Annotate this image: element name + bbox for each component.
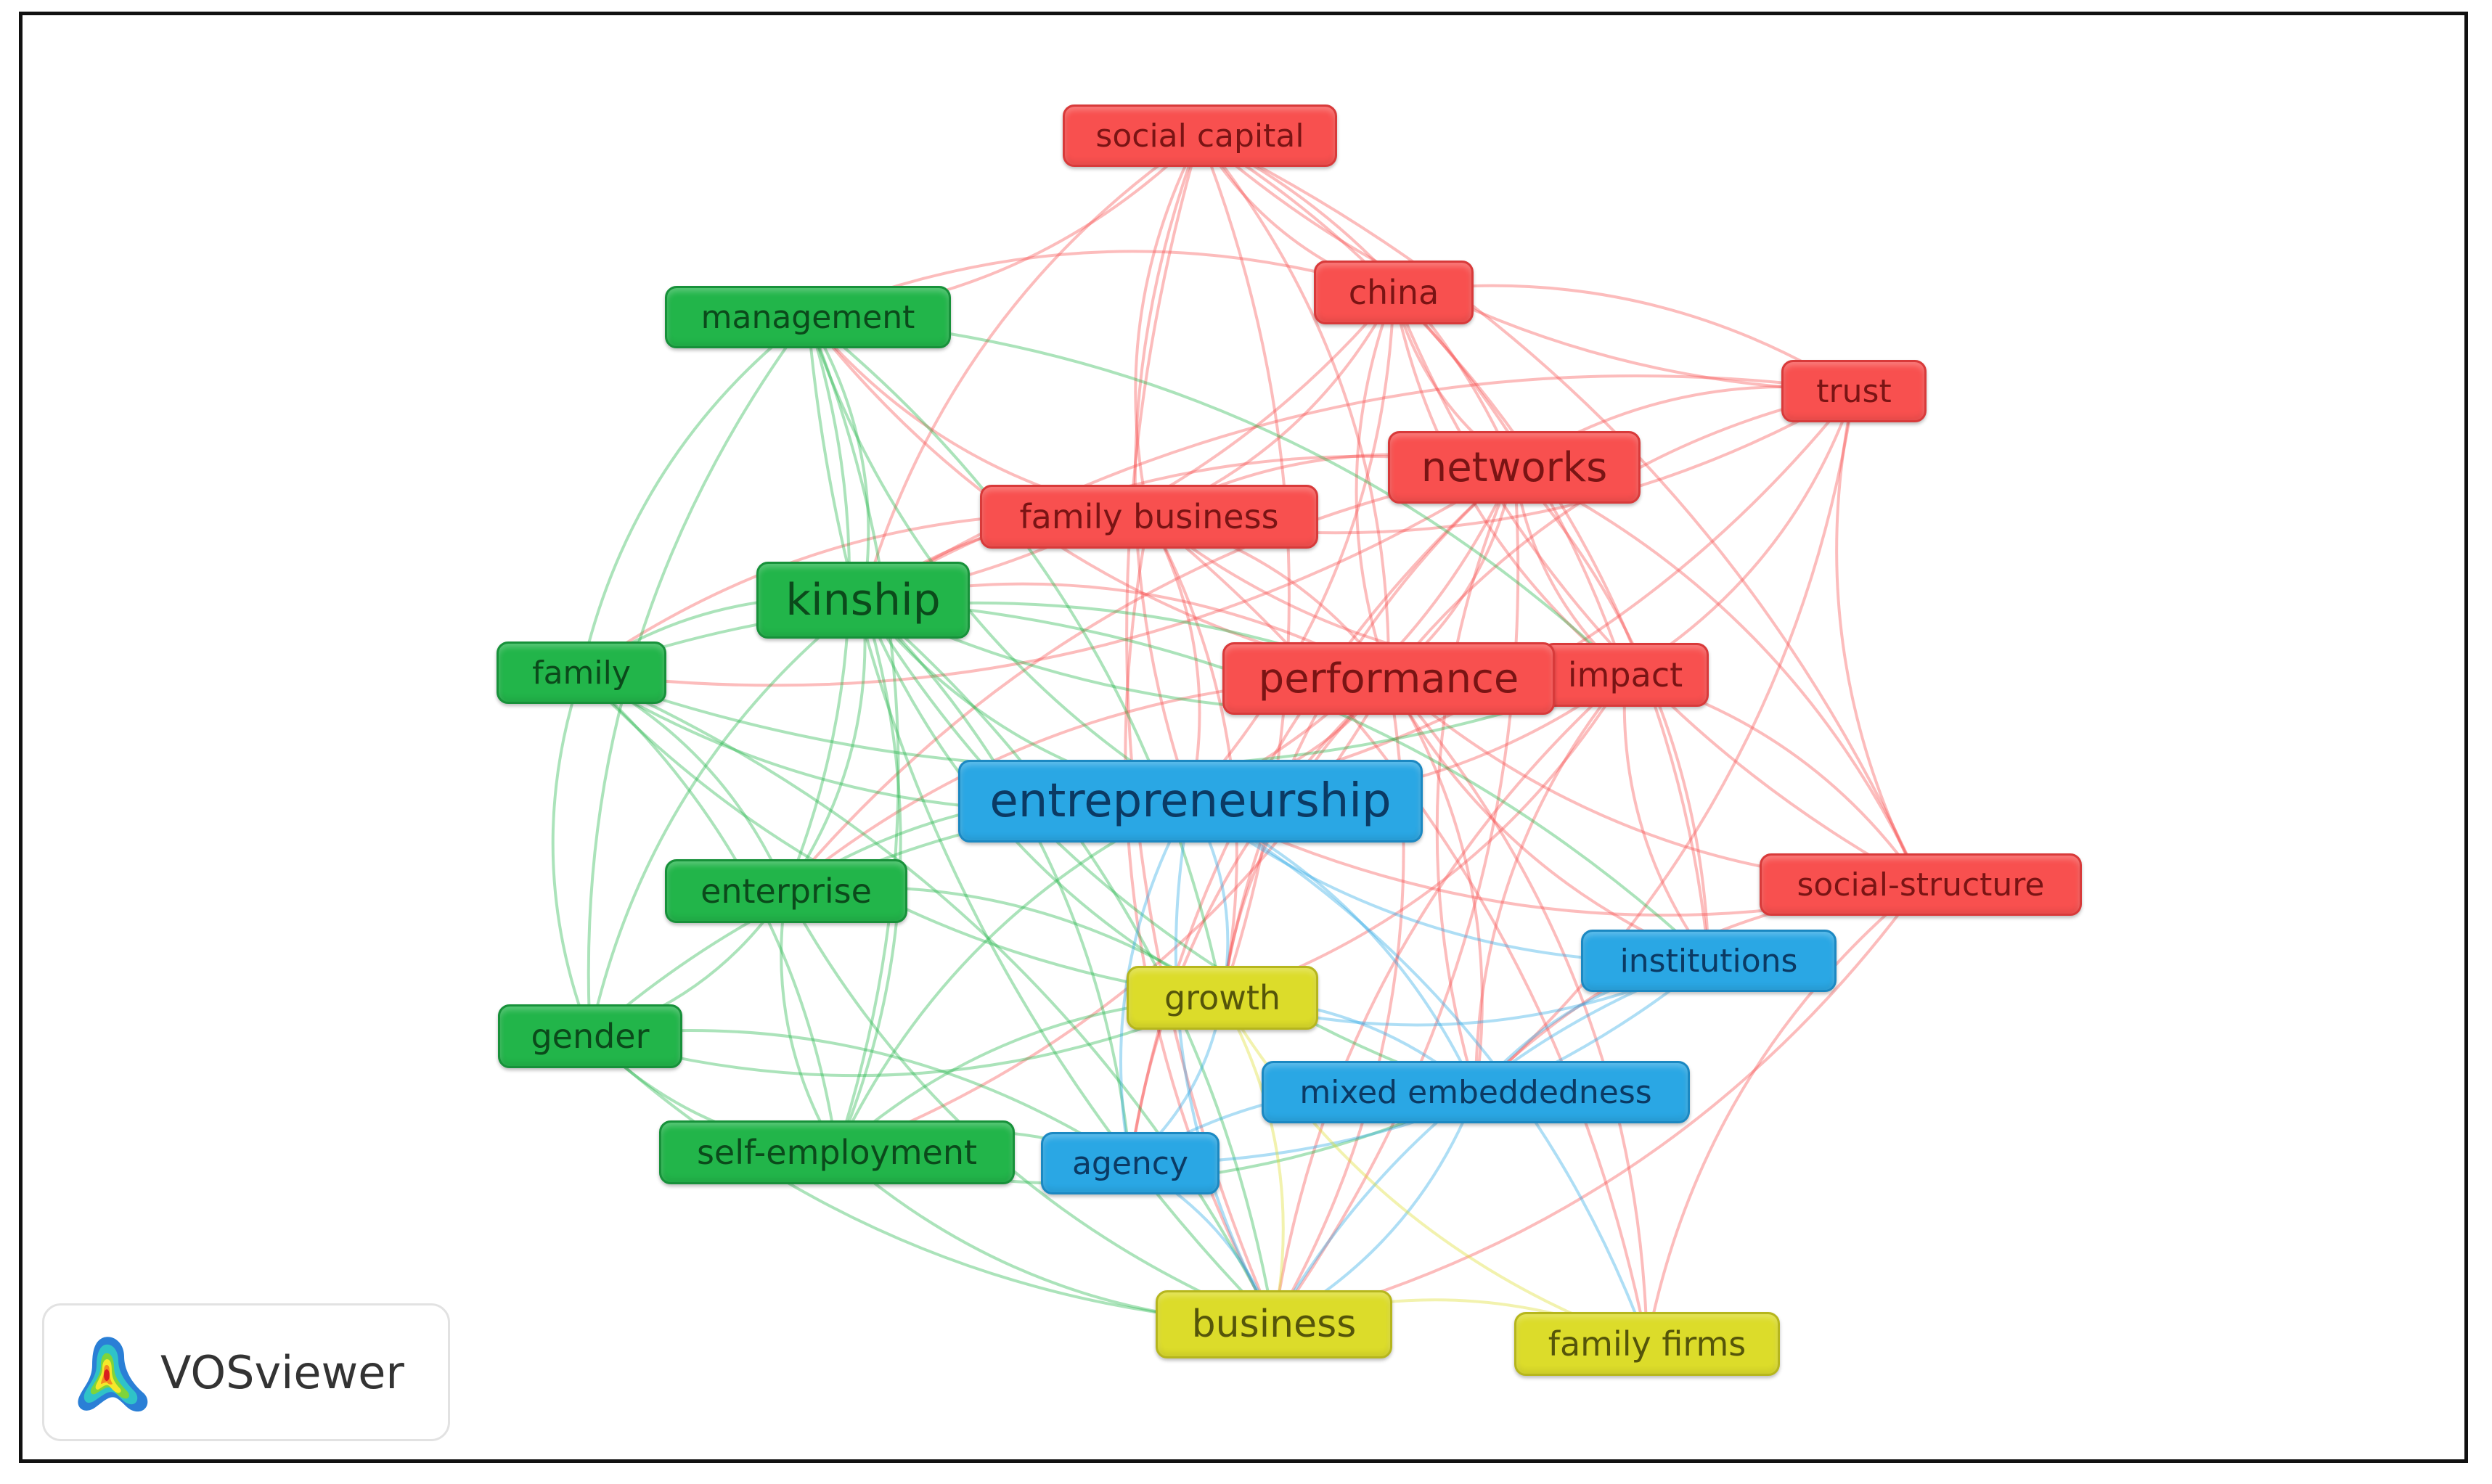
link-china-performance bbox=[1355, 291, 1395, 680]
node-kinship[interactable]: kinship bbox=[756, 562, 970, 639]
link-kinship-agency bbox=[862, 599, 1132, 1165]
vosviewer-logo: VOSviewer bbox=[42, 1303, 450, 1441]
node-family[interactable]: family bbox=[497, 641, 666, 704]
link-kinship-gender bbox=[589, 599, 865, 1038]
link-management-kinship bbox=[806, 316, 870, 602]
node-self-employment[interactable]: self-employment bbox=[659, 1120, 1015, 1184]
link-china-impact bbox=[1392, 291, 1627, 676]
link-family-business bbox=[580, 671, 1275, 1326]
link-social-capital-performance bbox=[1198, 134, 1391, 680]
link-growth-business bbox=[1221, 996, 1285, 1326]
node-label: entrepreneurship bbox=[989, 774, 1392, 828]
link-family-business-business bbox=[1124, 515, 1275, 1326]
link-kinship-enterprise bbox=[785, 599, 867, 893]
node-label: institutions bbox=[1619, 942, 1798, 980]
link-entrepreneurship-business bbox=[1174, 800, 1275, 1326]
node-family-firms[interactable]: family firms bbox=[1514, 1312, 1780, 1376]
node-label: agency bbox=[1071, 1144, 1189, 1182]
node-growth[interactable]: growth bbox=[1127, 966, 1318, 1030]
node-management[interactable]: management bbox=[665, 286, 951, 348]
node-label: self-employment bbox=[696, 1133, 978, 1172]
link-entrepreneurship-family-firms bbox=[1189, 800, 1649, 1345]
link-social-capital-growth bbox=[1198, 134, 1291, 999]
node-impact[interactable]: impact bbox=[1542, 643, 1709, 707]
link-networks-social-structure bbox=[1513, 466, 1922, 886]
link-family-performance bbox=[580, 601, 1390, 680]
node-label: enterprise bbox=[700, 872, 872, 911]
link-family-gender bbox=[551, 671, 592, 1038]
node-label: business bbox=[1191, 1303, 1357, 1346]
link-networks-mixed-embeddedness bbox=[1435, 466, 1516, 1094]
node-label: management bbox=[700, 298, 915, 336]
node-entrepreneurship[interactable]: entrepreneurship bbox=[958, 760, 1423, 843]
node-mixed-embeddedness[interactable]: mixed embeddedness bbox=[1262, 1061, 1690, 1123]
node-label: china bbox=[1348, 273, 1439, 312]
link-management-business bbox=[806, 316, 1275, 1326]
link-china-institutions bbox=[1392, 291, 1710, 962]
link-networks-enterprise bbox=[785, 466, 1516, 893]
link-trust-social-structure bbox=[1835, 390, 1922, 886]
link-management-growth bbox=[806, 316, 1224, 999]
map-frame bbox=[19, 12, 2468, 1463]
link-trust-mixed-embeddedness bbox=[1474, 390, 1855, 1094]
link-enterprise-self-employment bbox=[780, 890, 838, 1154]
link-family-business-family-firms bbox=[1148, 515, 1649, 1345]
link-performance-agency bbox=[1129, 677, 1390, 1165]
node-business[interactable]: business bbox=[1156, 1290, 1392, 1358]
link-social-capital-entrepreneurship bbox=[1133, 134, 1201, 803]
node-trust[interactable]: trust bbox=[1781, 360, 1927, 422]
node-label: networks bbox=[1421, 443, 1608, 491]
node-label: social-structure bbox=[1797, 866, 2045, 903]
link-performance-family-firms bbox=[1387, 677, 1649, 1345]
node-institutions[interactable]: institutions bbox=[1581, 930, 1837, 992]
node-social-structure[interactable]: social-structure bbox=[1760, 853, 2082, 916]
link-social-structure-family-firms bbox=[1646, 883, 1922, 1345]
node-label: kinship bbox=[785, 575, 941, 626]
link-social-capital-family-business bbox=[1134, 134, 1201, 518]
link-china-entrepreneurship bbox=[1189, 291, 1395, 803]
node-social-capital[interactable]: social capital bbox=[1063, 104, 1337, 167]
link-management-family bbox=[580, 316, 809, 674]
node-enterprise[interactable]: enterprise bbox=[665, 859, 907, 923]
link-social-structure-business bbox=[1272, 883, 1922, 1326]
link-gender-growth bbox=[589, 996, 1224, 1078]
link-networks-business bbox=[1272, 466, 1520, 1326]
node-label: mixed embeddedness bbox=[1299, 1073, 1652, 1111]
link-china-social-structure bbox=[1392, 291, 1922, 886]
node-agency[interactable]: agency bbox=[1041, 1132, 1220, 1194]
vosviewer-logo-text: VOSviewer bbox=[160, 1345, 404, 1399]
link-social-capital-trust bbox=[1198, 134, 1855, 393]
vosviewer-logo-icon bbox=[78, 1337, 148, 1412]
link-kinship-mixed-embeddedness bbox=[862, 599, 1477, 1094]
link-networks-family bbox=[580, 466, 1516, 687]
link-social-capital-kinship bbox=[862, 134, 1201, 602]
link-performance-mixed-embeddedness bbox=[1387, 677, 1484, 1094]
node-performance[interactable]: performance bbox=[1222, 642, 1555, 715]
link-family-business-growth bbox=[1148, 515, 1238, 999]
node-networks[interactable]: networks bbox=[1388, 431, 1641, 504]
node-label: trust bbox=[1816, 372, 1892, 410]
node-gender[interactable]: gender bbox=[498, 1004, 682, 1068]
node-family-business[interactable]: family business bbox=[980, 485, 1318, 549]
node-label: social capital bbox=[1095, 117, 1304, 155]
node-china[interactable]: china bbox=[1314, 261, 1474, 324]
node-label: gender bbox=[531, 1017, 650, 1056]
node-label: family firms bbox=[1548, 1324, 1747, 1364]
link-impact-mixed-embeddedness bbox=[1474, 673, 1627, 1094]
link-management-self-employment bbox=[806, 316, 900, 1154]
node-label: family bbox=[532, 654, 631, 692]
link-social-capital-impact bbox=[1198, 134, 1627, 676]
node-label: performance bbox=[1258, 655, 1519, 702]
node-label: growth bbox=[1164, 978, 1281, 1017]
link-impact-institutions bbox=[1622, 673, 1710, 962]
link-kinship-business bbox=[862, 599, 1275, 1326]
link-impact-business bbox=[1272, 673, 1627, 1326]
node-label: family business bbox=[1019, 497, 1279, 536]
node-label: impact bbox=[1567, 655, 1683, 694]
